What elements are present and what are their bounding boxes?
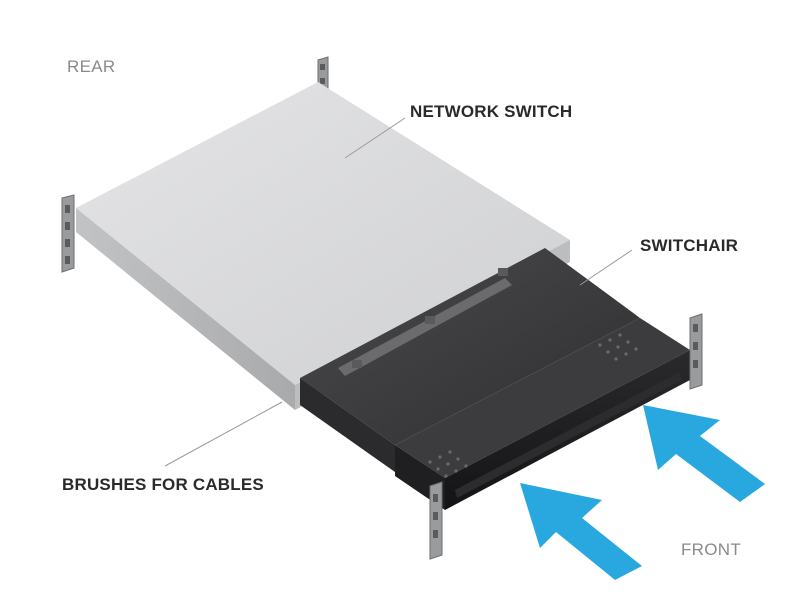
airflow-arrow-upper	[643, 405, 765, 502]
left-rack-ear	[61, 194, 75, 273]
network-switch-label: NETWORK SWITCH	[410, 102, 573, 121]
front-label: FRONT	[681, 540, 742, 559]
network-switch-leader-line	[344, 117, 406, 159]
rear-label: REAR	[67, 57, 116, 76]
front-right-rack-ear	[689, 313, 703, 390]
switchair-front-unit	[395, 318, 690, 510]
switchair-rear-section	[300, 248, 640, 472]
front-left-rack-ear	[429, 481, 443, 560]
brushes-leader-line	[164, 401, 283, 467]
airflow-arrow-lower	[520, 483, 642, 580]
switchair-label: SWITCHAIR	[640, 236, 739, 255]
switchair-leader-line	[579, 249, 633, 286]
brushes-for-cables-label: BRUSHES FOR CABLES	[62, 475, 264, 494]
